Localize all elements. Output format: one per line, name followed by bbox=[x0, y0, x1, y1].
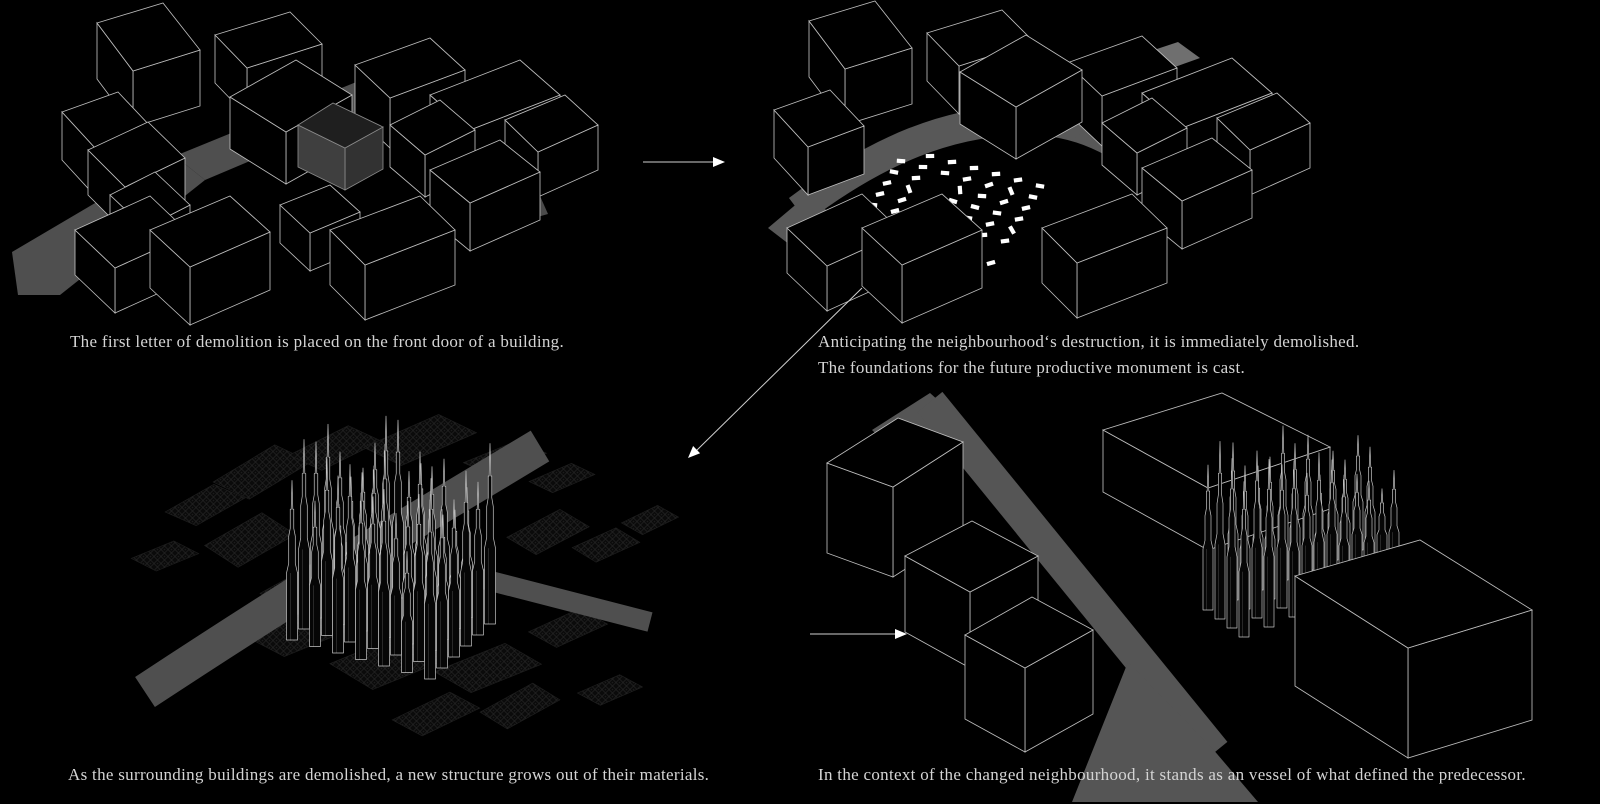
panel-3-new-structure bbox=[130, 414, 680, 737]
caption-step-2: Anticipating the neighbourhood‘s destruc… bbox=[818, 329, 1359, 381]
caption-step-2-line-2: The foundations for the future productiv… bbox=[818, 358, 1246, 377]
caption-step-3: As the surrounding buildings are demolis… bbox=[68, 765, 710, 784]
arrow-step3-to-step4 bbox=[810, 629, 907, 639]
panel-1-neighbourhood bbox=[12, 2, 599, 326]
arrow-step1-to-step2 bbox=[643, 157, 725, 167]
caption-step-1: The first letter of demolition is placed… bbox=[70, 332, 565, 351]
panel-2-foundations bbox=[768, 0, 1311, 324]
caption-step-2-line-1: Anticipating the neighbourhood‘s destruc… bbox=[818, 332, 1360, 351]
panel-4-changed-neighbourhood bbox=[826, 391, 1534, 802]
arrow-step2-to-step3 bbox=[688, 287, 863, 458]
caption-step-4: In the context of the changed neighbourh… bbox=[818, 765, 1526, 784]
